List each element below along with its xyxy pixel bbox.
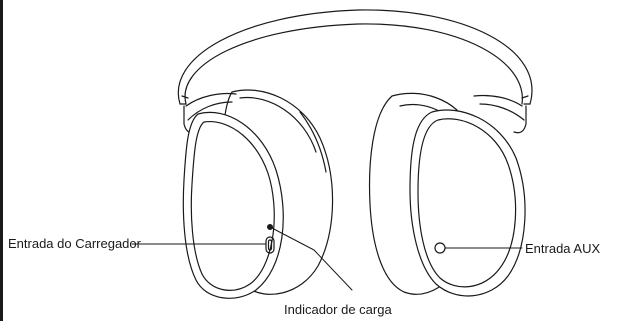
callout-lines	[131, 226, 523, 291]
right-earcup	[368, 92, 527, 297]
charger-port	[265, 236, 275, 254]
left-earcup	[182, 89, 334, 299]
charger-input-label: Entrada do Carregador	[8, 236, 142, 251]
page-border	[0, 0, 3, 321]
headband	[177, 9, 533, 105]
indicator-callout-line	[269, 226, 353, 291]
aux-input-label: Entrada AUX	[525, 241, 600, 256]
charge-indicator-label: Indicador de carga	[284, 302, 392, 317]
